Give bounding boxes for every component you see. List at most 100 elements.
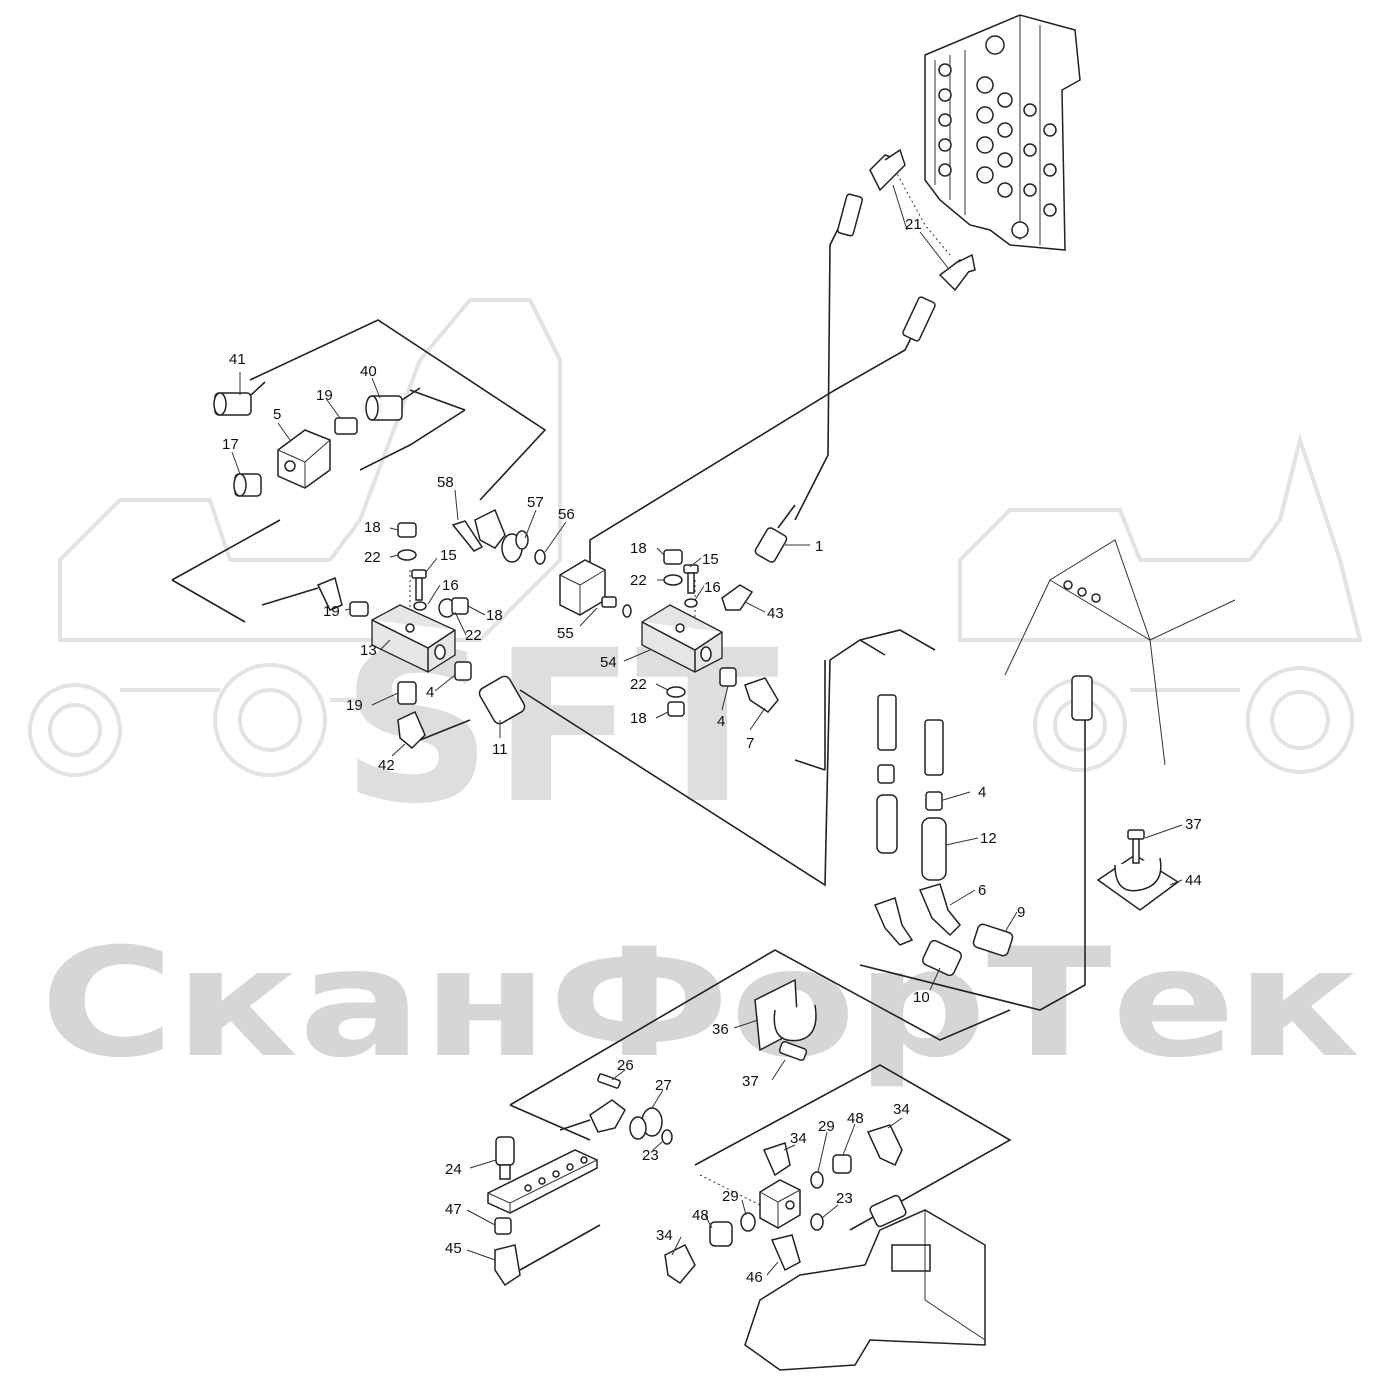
hose-end-41 — [213, 381, 266, 416]
callout-label: 19 — [323, 603, 340, 620]
adapter-4-column-left — [877, 764, 895, 784]
hose-11 — [478, 675, 526, 725]
sensor-24 — [495, 1136, 515, 1180]
adapter-4-left — [454, 661, 472, 681]
callout-label: 58 — [437, 474, 454, 491]
elbow-43 — [721, 584, 754, 611]
manifold-bar — [487, 1149, 598, 1214]
callout-label: 23 — [836, 1190, 853, 1207]
callout-label: 56 — [558, 506, 575, 523]
elbow-hose-left-side — [261, 576, 343, 611]
callout-label: 37 — [1185, 816, 1202, 833]
hose-end-lower — [902, 296, 936, 342]
callout-label: 5 — [273, 406, 281, 423]
callout-label: 47 — [445, 1201, 462, 1218]
elbow-7 — [744, 677, 779, 713]
callout-label: 9 — [1017, 904, 1025, 921]
callout-label: 7 — [746, 735, 754, 752]
callout-label: 13 — [360, 642, 377, 659]
callout-label: 15 — [702, 551, 719, 568]
callout-label: 19 — [316, 387, 333, 404]
callout-label: 19 — [346, 697, 363, 714]
callout-label: 6 — [978, 882, 986, 899]
watermark-tractor-left — [28, 298, 562, 777]
callout-label: 24 — [445, 1161, 462, 1178]
block-bottom — [759, 1179, 801, 1229]
o-ring-29-top — [810, 1171, 824, 1189]
adapter-47 — [494, 1217, 512, 1235]
elbow-hose-bottom — [559, 1099, 626, 1133]
callout-label: 23 — [642, 1147, 659, 1164]
callout-label: 27 — [655, 1077, 672, 1094]
bolt-15-right — [683, 564, 699, 608]
callout-label: 4 — [717, 713, 725, 730]
fitting-18-right-top — [663, 549, 683, 586]
callout-label: 44 — [1185, 872, 1202, 889]
o-ring-23-top — [661, 1129, 673, 1145]
callout-label: 57 — [527, 494, 544, 511]
plug-17 — [233, 473, 262, 497]
plug-48-left — [709, 1221, 733, 1247]
callout-label: 43 — [767, 605, 784, 622]
cabin-holes — [1063, 580, 1101, 603]
bracket-36 — [754, 978, 817, 1052]
callout-label: 15 — [440, 547, 457, 564]
tube-12 — [921, 817, 947, 881]
hose-end-9 — [972, 923, 1014, 957]
callout-label: 34 — [656, 1227, 673, 1244]
hose-end-1 — [754, 504, 796, 563]
callout-label: 12 — [980, 830, 997, 847]
callout-label: 17 — [222, 436, 239, 453]
elbow-46 — [770, 1234, 801, 1272]
callout-label: 48 — [692, 1207, 709, 1224]
elbow-6 — [918, 883, 962, 937]
callout-label: 45 — [445, 1240, 462, 1257]
callout-label: 22 — [364, 549, 381, 566]
elbow-42 — [397, 710, 471, 750]
callout-label: 42 — [378, 757, 395, 774]
callout-label: 37 — [742, 1073, 759, 1090]
callout-label: 10 — [913, 989, 930, 1006]
hose-end-upper — [837, 193, 863, 237]
callout-label: 34 — [893, 1101, 910, 1118]
callout-label: 18 — [630, 540, 647, 557]
bolt-37-top — [1127, 829, 1145, 864]
callout-label: 18 — [486, 607, 503, 624]
callout-label: 29 — [722, 1188, 739, 1205]
hose-end-40 — [365, 387, 421, 421]
engine-housing — [744, 1209, 986, 1371]
elbow-45 — [494, 1244, 521, 1287]
flange-57 — [501, 530, 529, 563]
callout-label: 22 — [630, 676, 647, 693]
valve-block-5 — [277, 429, 331, 489]
o-ring-23-bottom — [810, 1213, 824, 1231]
manifold-block-54 — [641, 604, 723, 673]
hose-end-bottom-right — [869, 1194, 907, 1228]
callout-label: 40 — [360, 363, 377, 380]
hose-end-right-vertical — [1071, 675, 1093, 721]
fitting-18-left-top — [397, 522, 417, 561]
callout-label: 48 — [847, 1110, 864, 1127]
hose-end-10 — [921, 939, 963, 977]
callout-label: 21 — [905, 216, 922, 233]
elbow-34-top — [762, 1142, 791, 1177]
elbow-left-column — [873, 897, 914, 946]
callout-label: 26 — [617, 1057, 634, 1074]
bolt-26 — [597, 1073, 621, 1089]
callout-label: 16 — [442, 577, 459, 594]
bracket-44 — [1096, 854, 1180, 911]
fitting-18-left-side — [438, 597, 469, 618]
leader-lines — [231, 184, 1183, 1276]
callout-label: 29 — [818, 1118, 835, 1135]
hose-end-vertical-right — [924, 719, 944, 776]
callout-label: 36 — [712, 1021, 729, 1038]
tube-left-column — [876, 794, 898, 854]
callout-label: 22 — [465, 627, 482, 644]
callout-label: 4 — [978, 784, 986, 801]
plug-48-top — [832, 1154, 852, 1174]
adapter-4-column-right — [925, 791, 943, 811]
valve-ports — [938, 35, 1057, 239]
parts — [213, 148, 1180, 1371]
callout-label: 55 — [557, 625, 574, 642]
